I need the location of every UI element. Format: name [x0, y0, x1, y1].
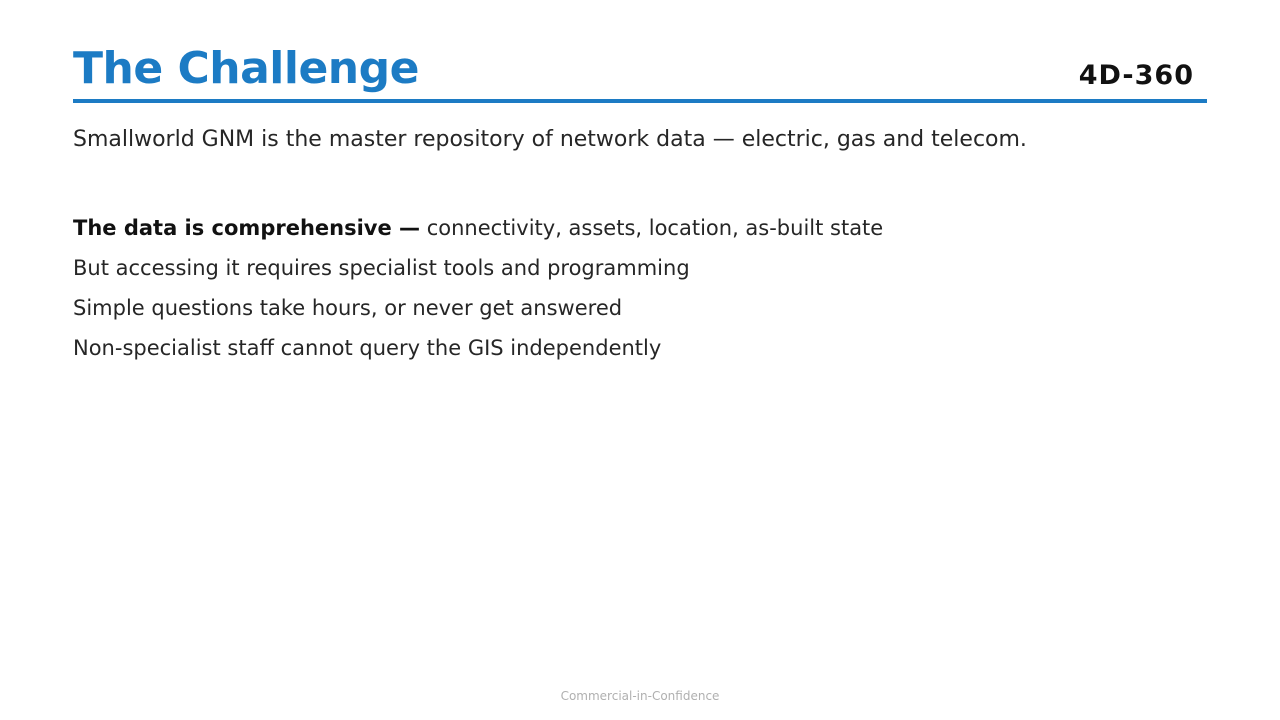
- intro-text: Smallworld GNM is the master repository …: [73, 127, 1027, 152]
- list-item: Non-specialist staff cannot query the GI…: [73, 328, 883, 368]
- footer-confidentiality: Commercial-in-Confidence: [560, 689, 720, 703]
- logo-text: 4D-360: [1078, 60, 1194, 91]
- list-item-lead: The data is comprehensive —: [73, 216, 421, 240]
- slide-title: The Challenge: [73, 43, 419, 94]
- list-item-text: Simple questions take hours, or never ge…: [73, 296, 623, 320]
- list-item: Simple questions take hours, or never ge…: [73, 288, 883, 328]
- list-item: But accessing it requires specialist too…: [73, 248, 883, 288]
- list-item-text: connectivity, assets, location, as-built…: [420, 216, 884, 240]
- title-divider: [73, 99, 1207, 103]
- list-item: The data is comprehensive — connectivity…: [73, 208, 883, 248]
- logo: 4D-360: [1079, 58, 1194, 94]
- list-item-text: Non-specialist staff cannot query the GI…: [73, 336, 662, 360]
- list-item-text: But accessing it requires specialist too…: [73, 256, 690, 280]
- bullet-list: The data is comprehensive — connectivity…: [73, 208, 883, 368]
